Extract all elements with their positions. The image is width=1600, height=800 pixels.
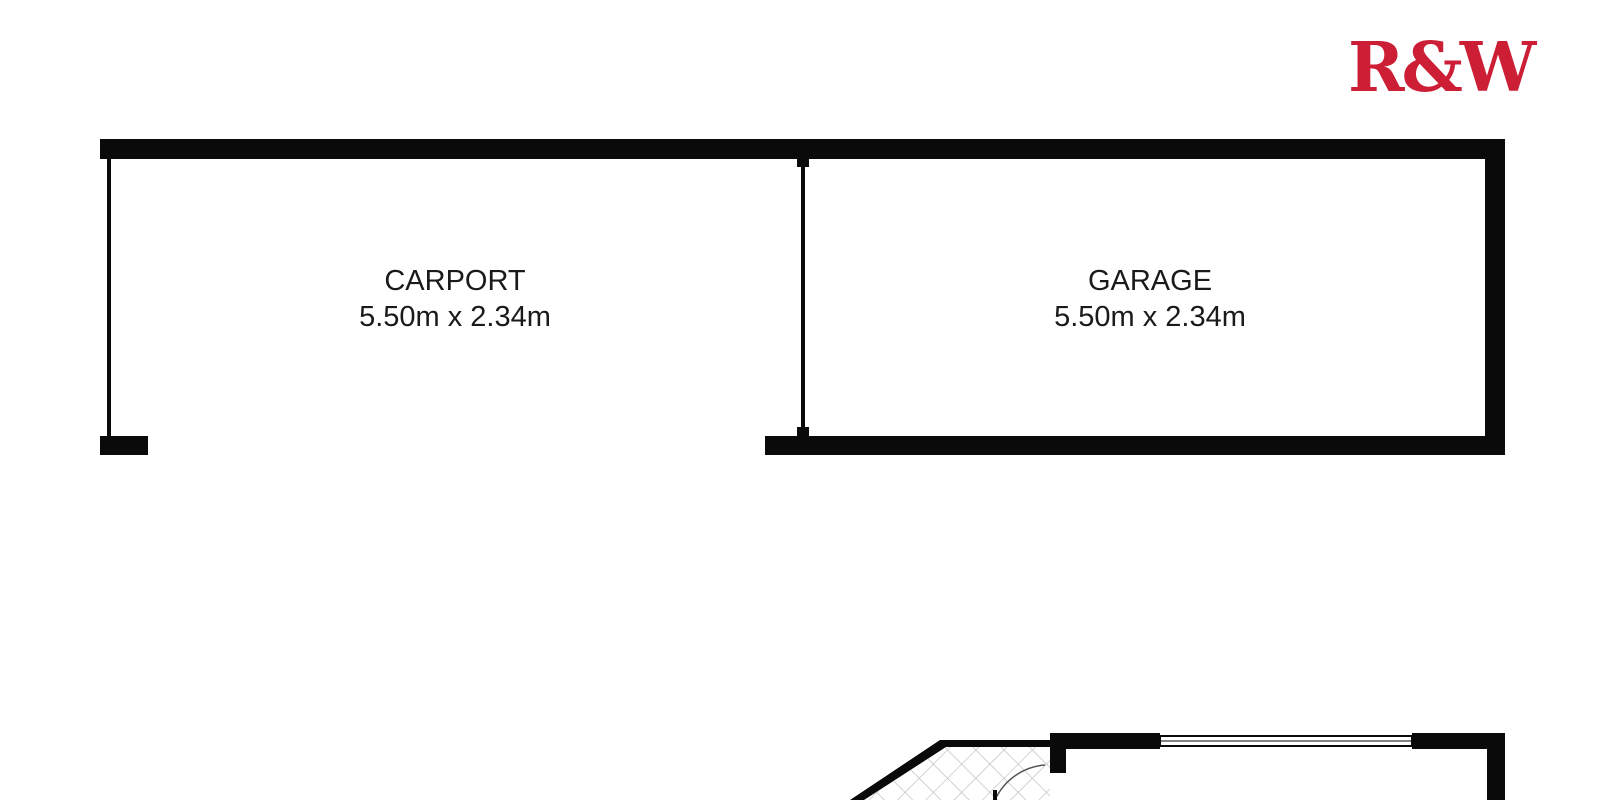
- brand-logo: R&W: [1348, 28, 1541, 108]
- room-garage-name: GARAGE: [1088, 265, 1212, 297]
- garage-right-wall: [1485, 139, 1505, 455]
- divider-cap-top: [797, 157, 809, 167]
- lower-top-wall-left: [1050, 733, 1160, 749]
- room-carport: CARPORT 5.50m x 2.34m: [359, 265, 551, 333]
- lower-structure-partial: [850, 733, 1505, 800]
- lower-right-wall: [1487, 733, 1505, 800]
- divider-cap-bottom: [797, 427, 809, 437]
- room-carport-name: CARPORT: [384, 265, 526, 297]
- door-leaf: [993, 790, 997, 800]
- brand-logo-text: R&W: [1348, 28, 1538, 108]
- diagonal-wall: [850, 740, 1050, 800]
- tiled-floor: [864, 747, 1050, 800]
- carport-post-stub: [100, 436, 148, 455]
- carport-left-edge: [107, 159, 111, 436]
- top-wall: [100, 139, 1505, 159]
- lower-top-wall-right: [1412, 733, 1505, 749]
- room-garage-dimensions: 5.50m x 2.34m: [1054, 301, 1246, 333]
- garage-bottom-wall: [765, 436, 1505, 455]
- carport-garage-structure: [100, 139, 1505, 455]
- room-carport-dimensions: 5.50m x 2.34m: [359, 301, 551, 333]
- room-garage: GARAGE 5.50m x 2.34m: [1054, 265, 1246, 333]
- divider-wall: [801, 159, 805, 436]
- door-swing-arc: [994, 764, 1046, 800]
